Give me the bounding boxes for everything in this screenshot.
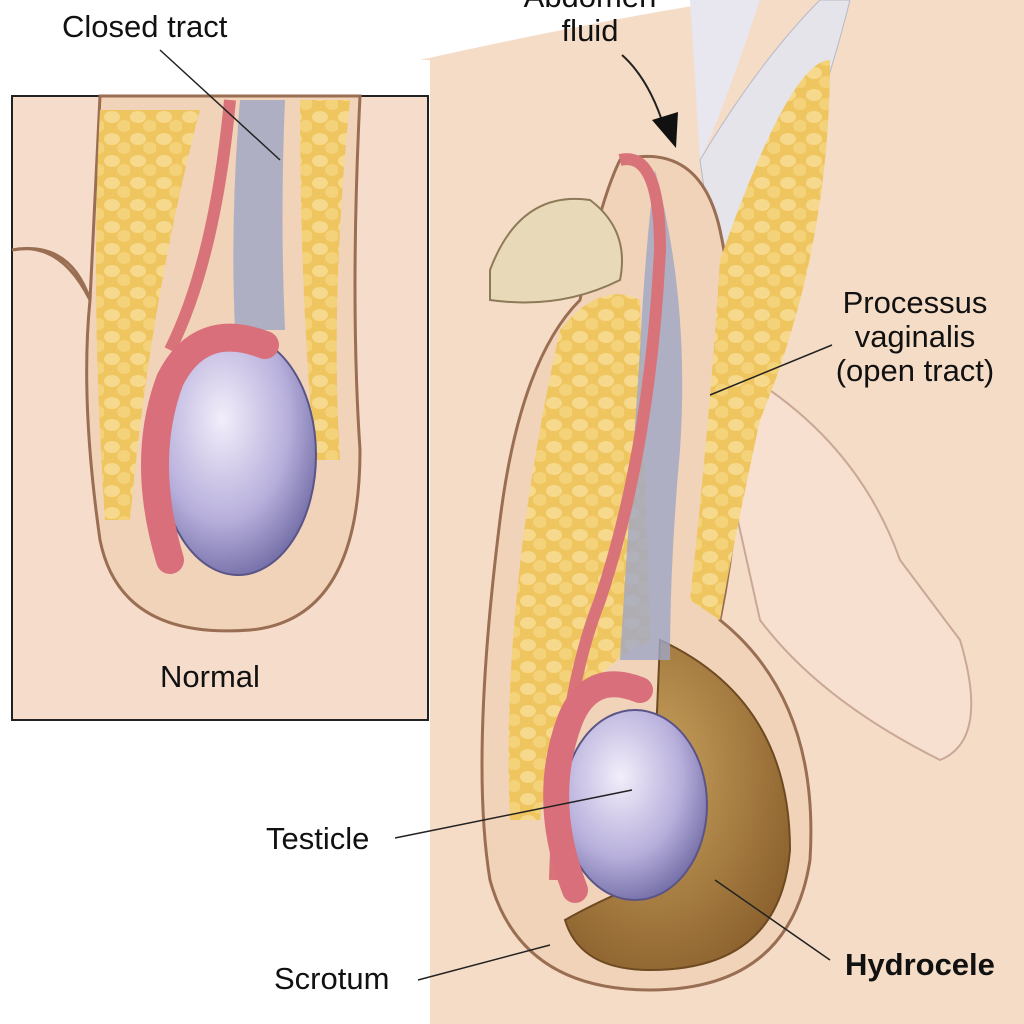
testicle-right (562, 709, 708, 901)
label-testicle: Testicle (266, 821, 370, 856)
label-processus-3: (open tract) (835, 353, 995, 388)
label-scrotum: Scrotum (274, 961, 390, 996)
label-hydrocele: Hydrocele (845, 947, 995, 982)
label-processus-vaginalis: Processus vaginalis (open tract) (805, 286, 1024, 388)
thigh (698, 348, 973, 762)
leader-processus (709, 344, 833, 396)
leader-testicle (394, 789, 633, 839)
epididymis-normal (141, 323, 279, 574)
fat-layer-right (508, 294, 650, 820)
arrow-head (652, 112, 678, 148)
fat-layer-normal (96, 110, 200, 520)
vessels-right (620, 170, 683, 660)
label-fluid: fluid (561, 13, 619, 48)
vessels-normal (233, 100, 285, 330)
label-normal: Normal (160, 659, 260, 694)
epididymis-right (543, 671, 653, 903)
fat-layer-right-2 (690, 60, 830, 620)
leader-scrotum (417, 944, 551, 981)
leader-closed-tract (159, 49, 281, 161)
abdominal-wall (690, 0, 760, 160)
pubic-bone (489, 197, 623, 304)
fat-layer-normal-2 (300, 100, 350, 460)
label-closed-tract: Closed tract (62, 9, 228, 44)
label-abdomen: Abdomen (500, 0, 680, 14)
label-processus-1: Processus (842, 285, 988, 320)
leader-hydrocele (714, 879, 831, 961)
label-abdomen-fluid: Abdomen fluid (500, 0, 680, 48)
label-processus-2: vaginalis (854, 319, 976, 354)
spermatic-cord-normal (164, 99, 236, 353)
